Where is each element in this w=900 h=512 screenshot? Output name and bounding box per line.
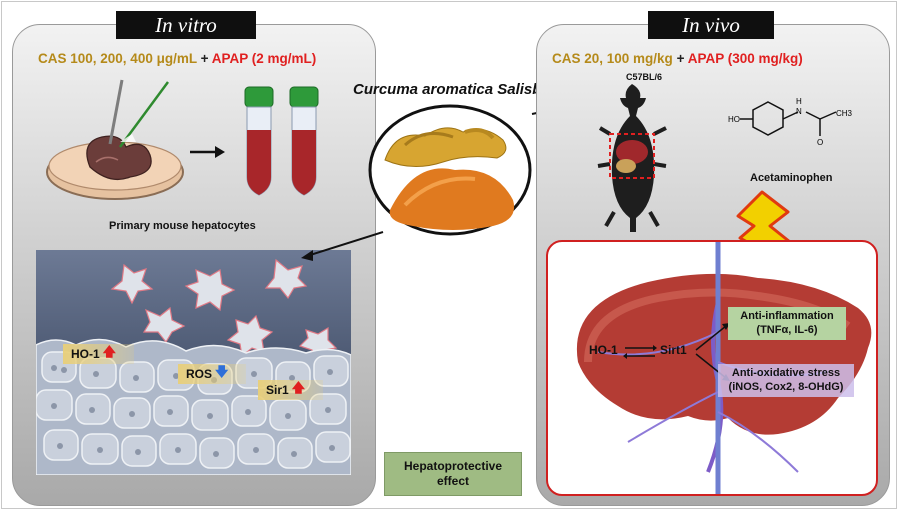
in-vivo-title: In vivo xyxy=(682,12,740,37)
anti-oxidative-box: Anti-oxidative stress (iNOS, Cox2, 8-OHd… xyxy=(718,364,854,397)
marker-sir1-label: Sir1 xyxy=(266,383,289,397)
in-vitro-plus: + xyxy=(196,51,212,66)
ho1-label: HO-1 xyxy=(589,343,618,357)
curcuma-image xyxy=(368,104,532,236)
mouse-liver-highlight xyxy=(609,133,655,179)
acetaminophen-label: Acetaminophen xyxy=(750,172,833,184)
svg-text:N: N xyxy=(796,107,802,116)
right-arrow-icon xyxy=(190,146,225,158)
in-vivo-dose: CAS 20, 100 mg/kg xyxy=(552,51,673,66)
blood-tube-icon xyxy=(289,86,319,196)
mouse-strain-label: C57BL/6 xyxy=(626,72,663,82)
in-vivo-tag: In vivo xyxy=(648,11,774,39)
in-vitro-title: In vitro xyxy=(155,12,217,37)
up-arrow-icon: 🡅 xyxy=(291,380,306,395)
anti-inflammation-detail: (TNFα, IL-6) xyxy=(756,324,818,337)
marker-ros-label: ROS xyxy=(186,367,213,381)
anti-oxidative-detail: (iNOS, Cox2, 8-OHdG) xyxy=(728,381,844,394)
in-vitro-condition: CAS 100, 200, 400 μg/mL + APAP (2 mg/mL) xyxy=(38,51,316,66)
hepatoprotective-effect-label: Hepatoprotective effect xyxy=(403,459,503,488)
in-vitro-tag: In vitro xyxy=(116,11,256,39)
marker-ros: ROS 🡇 xyxy=(178,364,247,384)
curcuma-rhizome-icon xyxy=(384,127,507,167)
hepatocyte-isolation-illustration xyxy=(46,79,319,200)
mouse-illustration xyxy=(597,84,667,232)
acetaminophen-structure-icon: HO HN O CH3 xyxy=(728,97,853,147)
svg-text:CH3: CH3 xyxy=(836,109,853,118)
sirt1-node: Sirt1 xyxy=(656,341,691,361)
in-vivo-apap: APAP (300 mg/kg) xyxy=(687,51,803,66)
center-title: Curcuma aromatica Salisb xyxy=(353,81,541,98)
sirt1-label: Sirt1 xyxy=(660,343,687,357)
in-vitro-apap: APAP (2 mg/mL) xyxy=(211,51,317,66)
marker-ho1-label: HO-1 xyxy=(71,347,100,361)
in-vivo-plus: + xyxy=(672,51,688,66)
up-arrow-icon: 🡅 xyxy=(102,344,117,359)
in-vitro-dose: CAS 100, 200, 400 μg/mL xyxy=(38,51,197,66)
down-arrow-icon: 🡇 xyxy=(215,364,229,379)
anti-oxidative-title: Anti-oxidative stress xyxy=(731,367,841,379)
hepatocyte-micrograph xyxy=(36,250,351,475)
blood-tube-icon xyxy=(244,86,274,196)
in-vivo-condition: CAS 20, 100 mg/kg + APAP (300 mg/kg) xyxy=(552,51,803,66)
anti-inflammation-box: Anti-inflammation (TNFα, IL-6) xyxy=(728,307,846,340)
hepatoprotective-effect-box: Hepatoprotective effect xyxy=(384,452,522,496)
curcuma-powder-icon xyxy=(389,168,515,230)
svg-text:HO: HO xyxy=(728,115,740,124)
anti-inflammation-title: Anti-inflammation xyxy=(740,310,834,322)
svg-text:O: O xyxy=(817,138,823,147)
species-name: Curcuma aromatica Salisb xyxy=(353,81,542,98)
cell-nuclei xyxy=(51,365,335,457)
svg-text:H: H xyxy=(796,97,802,106)
bidirectional-arrow-icon xyxy=(623,345,657,359)
marker-sir1: Sir1 🡅 xyxy=(258,380,324,400)
hepatocytes-label: Primary mouse hepatocytes xyxy=(109,220,256,232)
ho1-node: HO-1 xyxy=(585,341,622,361)
pointer-arrow-to-micrograph xyxy=(301,231,384,261)
marker-ho1: HO-1 🡅 xyxy=(63,344,135,364)
petri-dish-icon xyxy=(46,79,184,200)
